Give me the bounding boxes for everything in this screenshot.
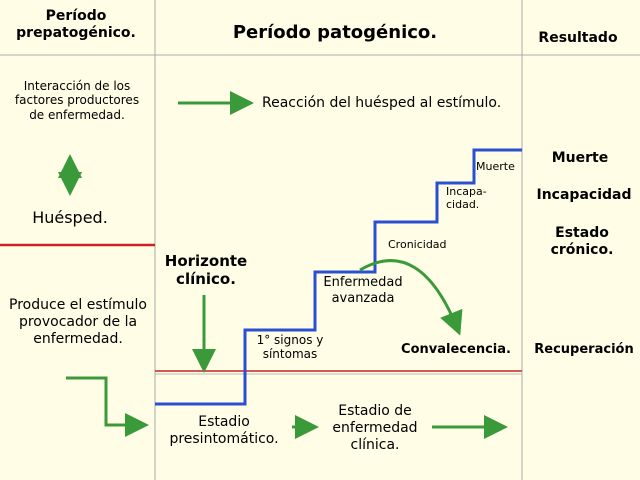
stimulus-arrow <box>66 376 149 437</box>
outcome-disability: Incapacidad <box>536 187 632 203</box>
disability-stair-label: Incapa- cidad. <box>446 185 487 212</box>
death-stair-label: Muerte <box>476 160 515 173</box>
chronicity-label: Cronicidad <box>388 238 447 251</box>
convalescence-label: Convalecencia. <box>401 342 511 357</box>
header-prepathogenic: Período prepatogénico. <box>16 8 136 41</box>
interaction-factors-text: Interacción de los factores productores … <box>14 79 140 122</box>
advanced-disease-label: Enfermedad avanzada <box>323 275 403 306</box>
presymptomatic-stage-label: Estadio presintomático. <box>169 414 279 447</box>
host-label: Huésped. <box>32 208 108 227</box>
clinical-stage-label: Estadio de enfermedad clínica. <box>332 403 418 453</box>
header-outcome: Resultado <box>538 30 618 46</box>
disease-progression-staircase <box>155 148 522 406</box>
first-signs-label: 1° signos y síntomas <box>256 333 324 362</box>
host-reaction-text: Reacción del huésped al estímulo. <box>262 95 502 111</box>
clinical-horizon-label: Horizonte clínico. <box>164 252 248 288</box>
convalescence-curve-arrow <box>359 259 463 336</box>
outcome-death: Muerte <box>551 150 609 166</box>
header-pathogenic: Período patogénico. <box>232 22 438 43</box>
outcome-chronic-state: Estado crónico. <box>550 225 614 258</box>
outcome-recovery: Recuperación <box>534 342 634 357</box>
stimulus-text: Produce el estímulo provocador de la enf… <box>9 297 147 347</box>
